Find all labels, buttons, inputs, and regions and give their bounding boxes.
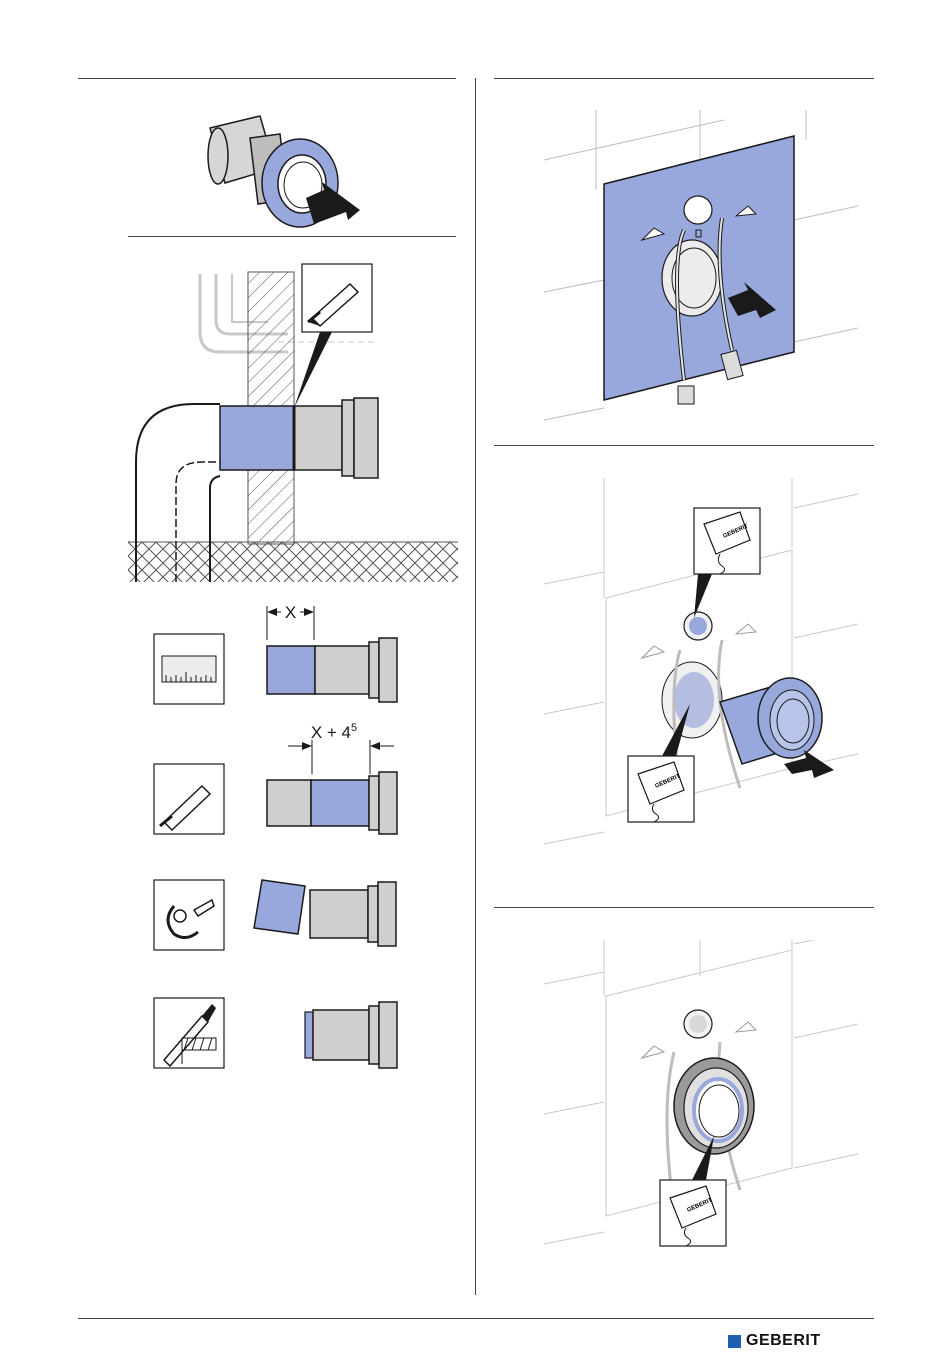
step-deburr (150, 990, 410, 1074)
pipe-in-wall-illustration (128, 262, 458, 582)
top-rule-right (494, 78, 874, 79)
logo-square-icon (728, 1335, 741, 1348)
top-rule-left (78, 78, 456, 79)
footer-brand-text: GEBERIT (746, 1332, 821, 1350)
step-measure: X (150, 600, 410, 710)
left-step-divider (128, 236, 456, 237)
footer-logo: GEBERIT (728, 1331, 821, 1351)
ruler-icon (162, 656, 216, 682)
cover-plate-illustration (544, 110, 864, 430)
right-step-divider-2 (494, 907, 874, 908)
seal-installed-illustration: GEBERIT (544, 940, 864, 1250)
mark-label: X + 45 (311, 722, 357, 742)
right-step-divider-1 (494, 445, 874, 446)
insert-seal-illustration: GEBERIT GEBERIT (544, 478, 864, 854)
measure-label: X (285, 603, 296, 622)
column-divider (475, 78, 476, 1295)
seal-on-pipe-illustration (200, 108, 370, 236)
step-cut (150, 870, 410, 960)
footer-rule (78, 1318, 874, 1319)
step-mark: X + 45 (150, 718, 410, 838)
